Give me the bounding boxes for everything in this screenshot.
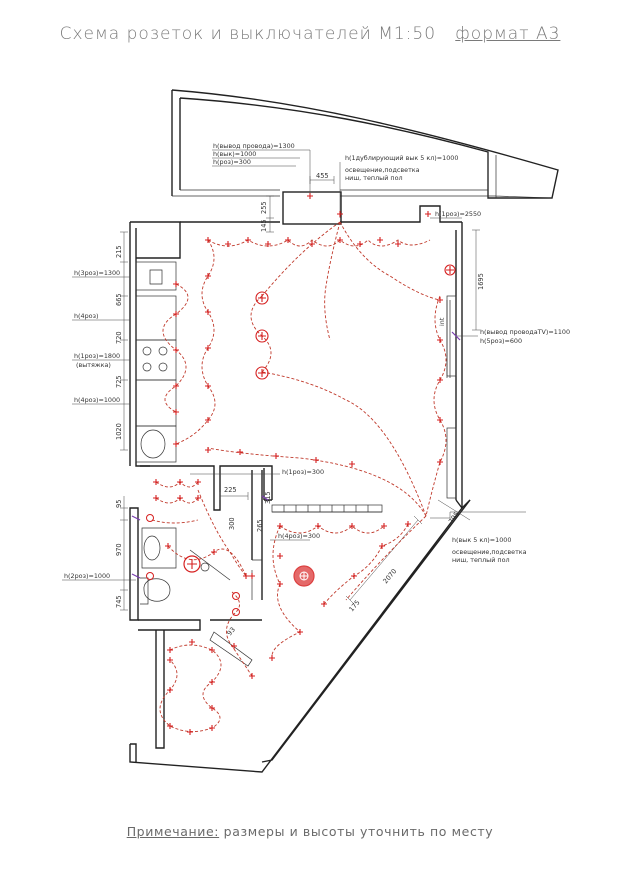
wiring [151,221,447,732]
label-rozt-2: h(2роз)=1000 [64,572,110,580]
label-switch5-desc1: освещение,подсветка [452,548,527,556]
dim-1695: 1695 [477,273,485,290]
dim-93: 93 [225,626,237,638]
dim-455: 455 [316,172,329,180]
ceiling-light-row [205,237,401,247]
switch-markers [131,331,461,579]
dim-225: 225 [224,486,237,494]
label-socket-h: h(роз)=300 [213,158,251,166]
labels: h(вывод провода)=1300 h(вык)=1000 h(роз)… [64,142,570,580]
label-rozt-4b: h(4роз)=1000 [74,396,120,404]
label-switch5: h(вык 5 кл)=1000 [452,536,511,544]
dim-1020: 1020 [115,423,123,440]
note-text: размеры и высоты уточнить по месту [219,824,494,839]
dimensions: 455 255 145 215 665 720 725 1020 1695 22… [115,172,485,637]
dim-745: 745 [115,595,123,608]
leaders [62,149,526,581]
label-int: int [438,317,446,326]
label-dup-switch: h(1дублирующий вык 5 кл)=1000 [345,154,458,162]
walls [129,205,471,773]
lower-room-points [167,639,215,735]
bathroom-points [146,479,249,580]
niches [271,191,457,513]
label-tv-wire: h(вывод проводаTV)=1100 [480,328,570,336]
wall-lights-right [437,297,443,465]
dim-175: 175 [347,598,361,613]
dim-255: 255 [260,201,268,214]
dim-95: 95 [115,500,123,508]
dim-315: 315 [264,491,272,504]
label-rozt-1-300: h(1роз)=300 [282,468,324,476]
label-switch5-desc2: ниш, теплый пол [452,556,510,564]
dim-2070: 2070 [381,567,398,585]
page-title: Схема розеток и выключателей М1:50 форма… [0,24,620,44]
title-text: Схема розеток и выключателей М1:50 [59,24,437,44]
dim-145: 145 [260,219,268,232]
label-rozt-3: h(3роз)=1300 [74,269,120,277]
bathroom [140,527,231,605]
label-wire-out: h(вывод провода)=1300 [213,142,295,150]
title-format: формат А3 [455,24,561,44]
living-bottom-lights [205,447,355,467]
balcony [171,89,559,199]
note-label: Примечание: [126,824,220,839]
label-dup-desc1: освещение,подсветка [345,166,420,174]
label-rozt-2550: h(1роз)=2550 [435,210,481,218]
label-tv-sockets: h(5роз)=600 [480,337,522,345]
balcony-points [307,193,431,217]
footer-note: Примечание: размеры и высоты уточнить по… [0,824,620,839]
label-rozt-4-300: h(4роз)=300 [278,532,320,540]
label-rozt-4a: h(4роз) [74,312,98,320]
dim-970: 970 [115,543,123,556]
dim-720: 720 [115,331,123,344]
label-rozt-1: h(1роз)=1800 [74,352,120,360]
label-switch-h: h(вык)=1000 [213,150,256,158]
corridor-lights [231,521,411,679]
dim-300: 300 [228,517,236,530]
kitchen [135,261,177,463]
dim-265: 265 [256,519,264,532]
label-rozt-1-note: (вытяжка) [76,361,111,369]
wall-lights-left [173,273,211,447]
dim-215: 215 [115,245,123,258]
dim-725: 725 [115,375,123,388]
pendant-lights [183,264,456,587]
label-dup-desc2: ниш, теплый пол [345,174,403,182]
dim-665: 665 [115,293,123,306]
electrical-points [131,193,461,735]
